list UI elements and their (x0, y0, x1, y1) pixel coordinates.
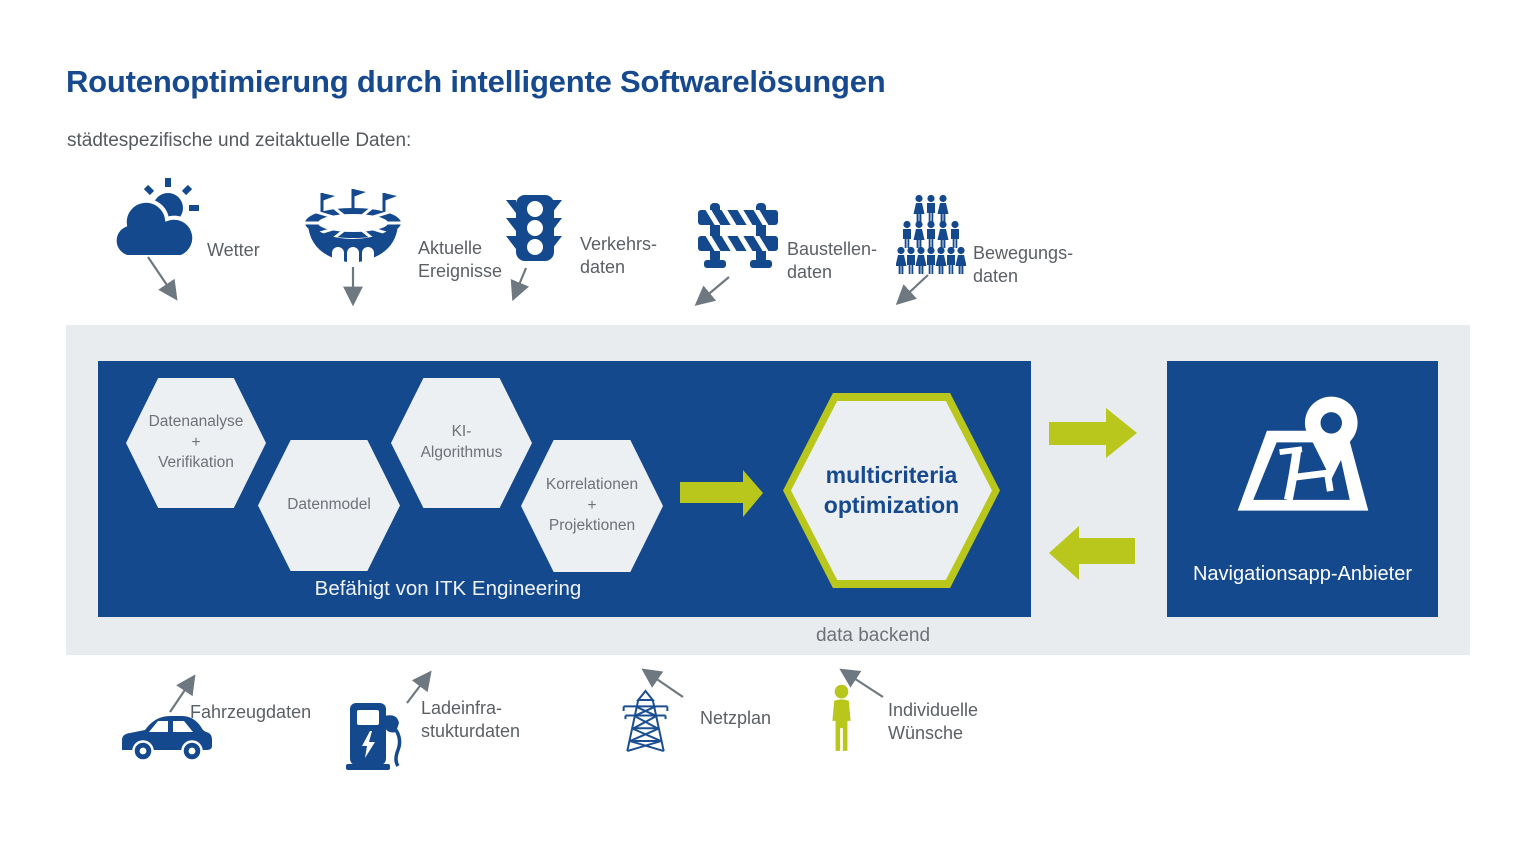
roadworks-barrier-icon (696, 200, 780, 270)
map-pin-icon (1224, 388, 1380, 528)
person-icon (826, 684, 857, 754)
ev-charger-icon (342, 700, 406, 770)
hexagon-data-analysis: Datenanalyse + Verifikation (126, 378, 266, 508)
hexagon-data-model: Datenmodel (258, 440, 400, 571)
power-pylon-icon (620, 688, 671, 754)
source-label-preferences: Individuelle Wünsche (888, 700, 979, 744)
backend-caption: data backend (815, 625, 931, 646)
page-subtitle: städtespezifische und zeitaktuelle Daten… (67, 130, 412, 151)
stadium-icon (300, 185, 406, 267)
multicriteria-optimization-label: multicriteria optimization (791, 401, 992, 580)
source-label-traffic: Verkehrs- daten (580, 234, 658, 278)
source-label-movement: Bewegungs- daten (973, 243, 1074, 287)
page-title: Routenoptimierung durch intelligente Sof… (66, 64, 886, 99)
hexagon-correlations: Korrelationen + Projektionen (521, 440, 663, 572)
weather-icon (105, 175, 205, 267)
enabler-caption: Befähigt von ITK Engineering (314, 577, 582, 600)
source-label-roadworks: Baustellen- daten (787, 239, 878, 283)
source-label-vehicle: Fahrzeugdaten (190, 702, 312, 722)
source-label-weather: Wetter (207, 240, 260, 260)
provider-label: Navigationsapp-Anbieter (1192, 563, 1413, 585)
hexagon-ai-algorithm: KI- Algorithmus (391, 378, 532, 508)
crowd-icon (896, 194, 966, 276)
source-label-events: Aktuelle Ereignisse (418, 238, 503, 282)
traffic-light-icon (505, 192, 563, 264)
source-label-charging: Ladeinfra- stukturdaten (421, 698, 521, 742)
car-icon (118, 706, 214, 766)
hexagon-multicriteria-optimization: multicriteria optimization (783, 393, 1000, 588)
source-label-grid: Netzplan (700, 708, 772, 728)
